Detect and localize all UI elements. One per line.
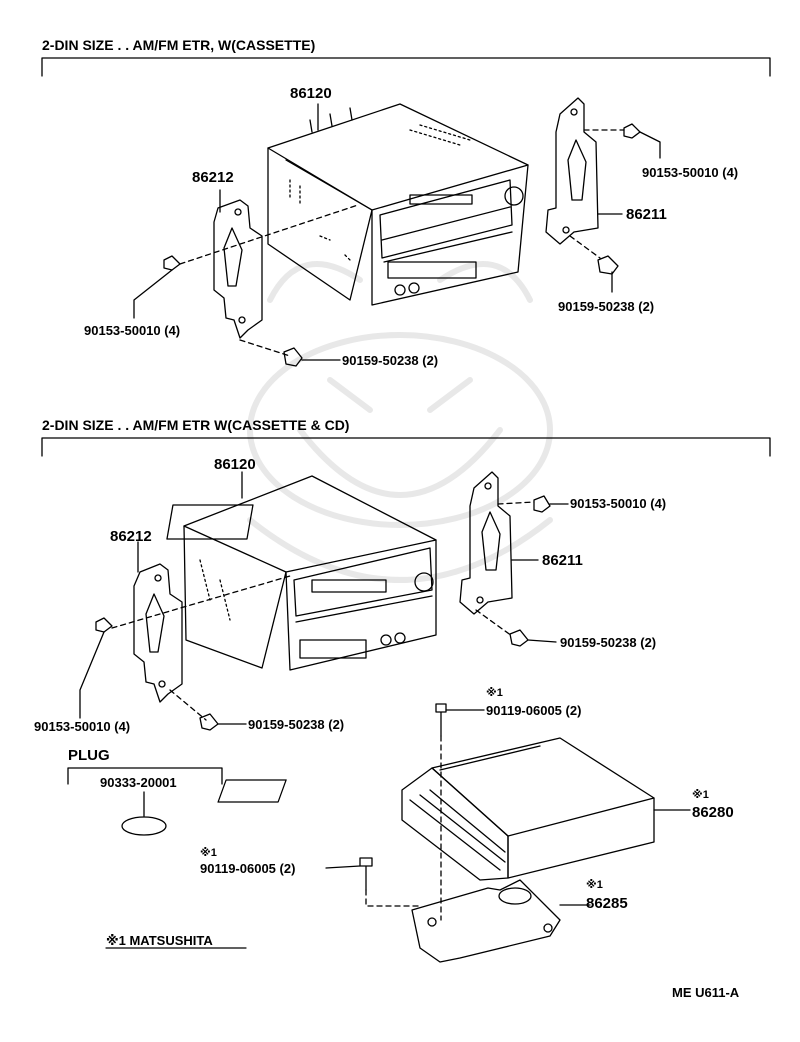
part-90153-label-1l: 90153-50010 (4)	[84, 323, 181, 338]
bracket-86212-2	[133, 563, 183, 703]
plug-title: PLUG	[68, 747, 110, 764]
amp-bracket-86285	[411, 879, 561, 963]
part-86280-label: 86280	[692, 804, 734, 821]
part-90119-label-top: 90119-06005 (2)	[486, 703, 582, 718]
amp-bolt-top-mark: ※1	[486, 687, 503, 699]
part-90159-label-2r: 90159-50238 (2)	[560, 635, 657, 650]
screw-icon	[95, 495, 551, 891]
part-90153-label-2l: 90153-50010 (4)	[34, 719, 131, 734]
part-90333-label: 90333-20001	[100, 775, 177, 790]
section2-title: 2-DIN SIZE . . AM/FM ETR W(CASSETTE & CD…	[42, 417, 350, 433]
screw-icon	[163, 123, 641, 367]
radio-unit-2	[166, 475, 437, 671]
watermark-emblem	[247, 261, 553, 583]
bracket-86211-2	[459, 471, 513, 615]
plug-frame	[67, 767, 223, 785]
part-86211-label-2: 86211	[542, 552, 583, 569]
part-86120-label-1: 86120	[290, 85, 332, 102]
leader-lines-1	[133, 103, 661, 361]
radio-unit-1	[267, 103, 529, 306]
amplifier-86280	[217, 737, 655, 881]
part-90159-label-1r: 90159-50238 (2)	[558, 299, 655, 314]
part-86120-label-2: 86120	[214, 456, 256, 473]
part-90119-label-left: 90119-06005 (2)	[200, 861, 296, 876]
part-90159-label-1l: 90159-50238 (2)	[342, 353, 439, 368]
part-90153-label-2r: 90153-50010 (4)	[570, 496, 667, 511]
reference-code: ME U611-A	[672, 985, 740, 1000]
amp-bolt-left-mark: ※1	[200, 847, 217, 859]
part-90159-label-2l: 90159-50238 (2)	[248, 717, 345, 732]
part-86285-label: 86285	[586, 895, 628, 912]
section1-frame	[41, 57, 771, 77]
amp-mark: ※1	[692, 789, 709, 801]
footnote: ※1 MATSUSHITA	[106, 933, 213, 948]
bracket-86211-1	[545, 97, 599, 245]
amp-bracket-mark: ※1	[586, 879, 603, 891]
section1-title: 2-DIN SIZE . . AM/FM ETR, W(CASSETTE)	[42, 37, 316, 53]
part-86212-label-2: 86212	[110, 528, 152, 545]
part-86212-label-1: 86212	[192, 169, 234, 186]
part-90153-label-1r: 90153-50010 (4)	[642, 165, 739, 180]
plug-icon	[121, 816, 167, 836]
part-86211-label-1: 86211	[626, 206, 667, 223]
leader-lines-2	[79, 471, 691, 921]
bracket-86212-1	[213, 199, 263, 339]
section2-frame	[41, 437, 771, 457]
